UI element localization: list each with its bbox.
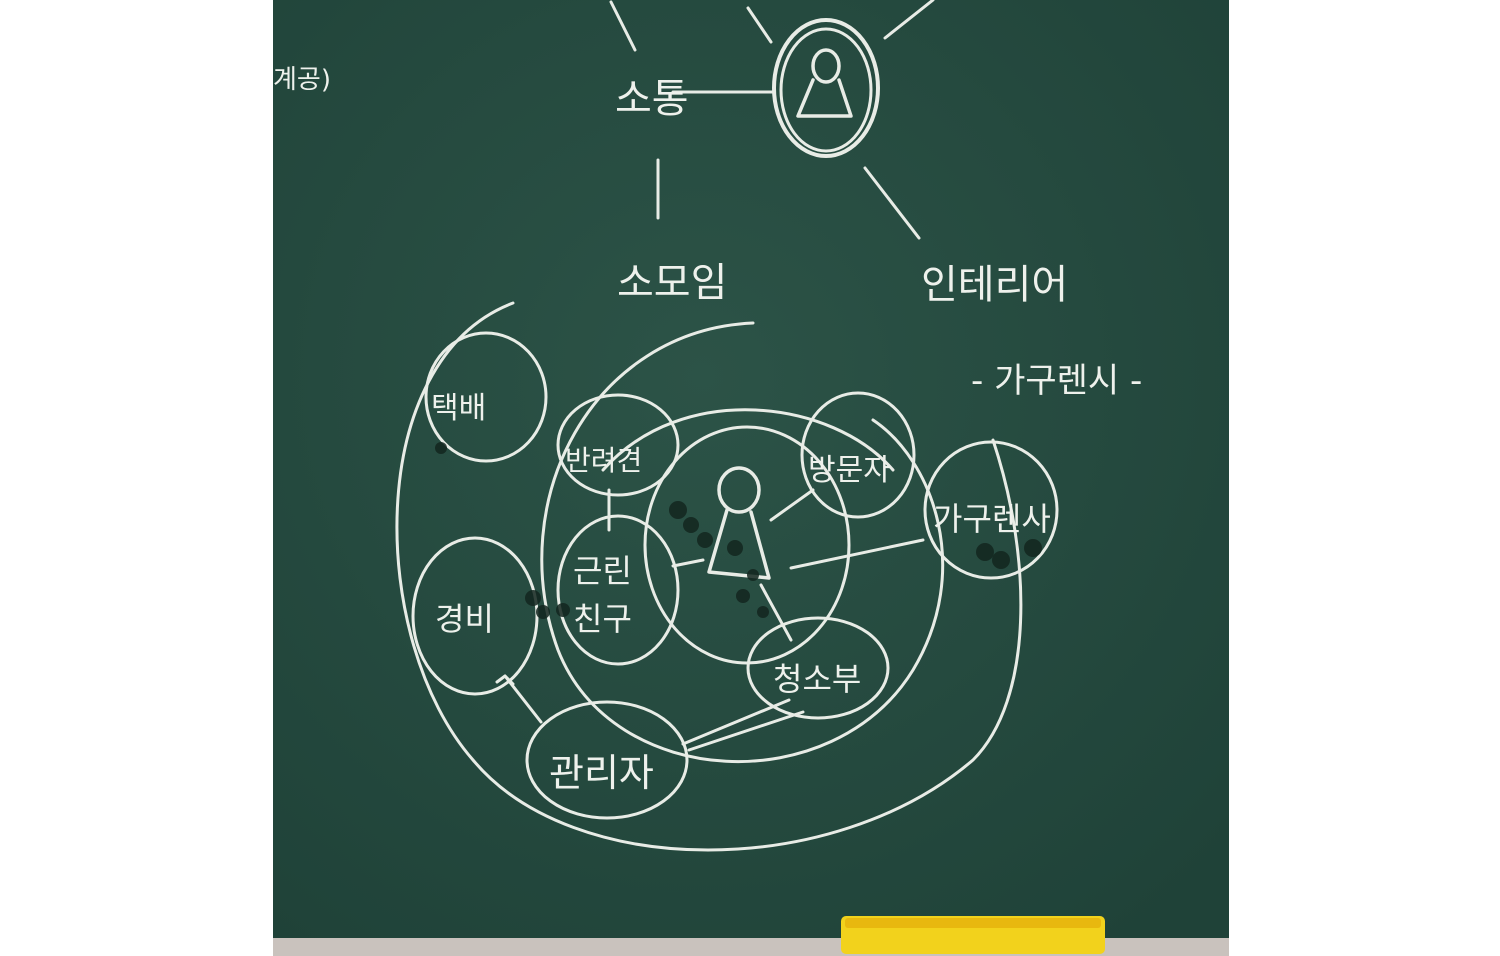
meal-label: 반려견 [565, 444, 642, 477]
chalk-smudges [435, 442, 1042, 619]
furniture-rental-label: 가구렌사 [933, 500, 1051, 538]
circle-tech-service: 택배 [424, 331, 548, 463]
outer-arcs [395, 301, 1023, 852]
tech-service-label: 택배 [431, 391, 486, 426]
small-group-label: 소모임 [617, 260, 727, 306]
communication-label: 소통 [615, 76, 689, 122]
chalkboard-drawing: 계공) 소통 소모임 인테리어 - 가구렌시 - 택배 반려견 [273, 0, 1229, 956]
circle-cleaner: 청소부 [746, 616, 890, 720]
connector-lines-diagram [495, 488, 925, 752]
circle-furniture-rental: 가구렌사 [923, 440, 1059, 580]
manager-label: 관리자 [549, 751, 654, 795]
cleaner-label: 청소부 [773, 660, 861, 698]
circle-caregiver: 경비 [411, 536, 539, 696]
connector-lines-top [609, 0, 935, 240]
partial-left-label: 계공) [273, 65, 331, 95]
circle-manager: 관리자 [525, 700, 689, 820]
person-in-circle-icon [772, 18, 880, 158]
community-friend-label-2: 친구 [573, 600, 632, 638]
circle-visitor: 방문자 [800, 391, 916, 519]
circle-meal: 반려견 [556, 393, 680, 497]
chalkboard-photo: 계공) 소통 소모임 인테리어 - 가구렌시 - 택배 반려견 [273, 0, 1229, 956]
board-surface [273, 0, 1229, 940]
circle-community-friend: 근린 친구 [556, 514, 680, 666]
caregiver-label: 경비 [435, 600, 494, 638]
eraser [841, 916, 1105, 954]
person-icon [707, 466, 771, 580]
visitor-label: 방문자 [808, 453, 891, 488]
furniture-rental-dashed-label: - 가구렌시 - [971, 361, 1142, 401]
interior-label: 인테리어 [921, 262, 1068, 308]
community-friend-label-1: 근린 [573, 552, 632, 590]
